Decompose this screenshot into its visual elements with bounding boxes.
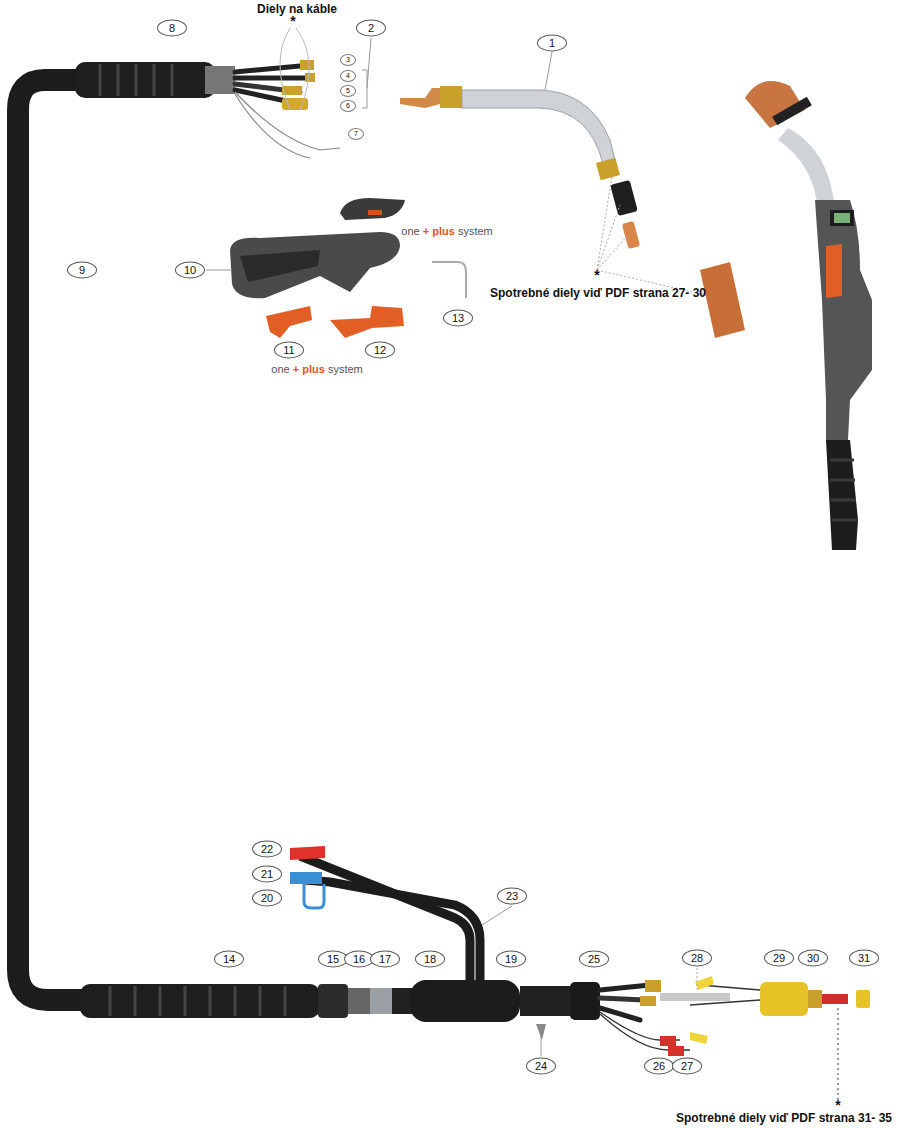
callout-number: 20 (252, 890, 282, 907)
part-note: Diely na káble (257, 3, 337, 16)
part-note: Spotrebné diely viď PDF strana 31- 35 (676, 1112, 892, 1125)
system-label: one + plus system (401, 225, 492, 237)
callout-number: 1 (537, 35, 567, 52)
callout-number: 5 (340, 85, 356, 97)
callout-number: 8 (157, 20, 187, 37)
system-word: plus (432, 225, 455, 237)
callout-number: 25 (579, 951, 609, 968)
callout-number: 21 (252, 866, 282, 883)
callout-number: 10 (175, 262, 205, 279)
callout-number: 11 (274, 342, 304, 359)
callout-number: 30 (798, 950, 828, 967)
callout-number: 2 (356, 20, 386, 37)
callout-number: 14 (214, 951, 244, 968)
callout-number: 19 (496, 951, 526, 968)
callout-number: 3 (340, 54, 356, 66)
footnote-mark: * (835, 1098, 840, 1113)
system-word: one (401, 225, 419, 237)
callout-number: 13 (443, 310, 473, 327)
part-note: Spotrebné diely viď PDF strana 27- 30 (490, 287, 706, 300)
callout-number: 7 (348, 128, 364, 140)
callout-number: 29 (764, 950, 794, 967)
callout-number: 17 (370, 951, 400, 968)
callout-number: 23 (497, 888, 527, 905)
callout-number: 26 (644, 1058, 674, 1075)
callout-number: 31 (849, 950, 879, 967)
system-word: + (293, 363, 299, 375)
callout-number: 12 (365, 342, 395, 359)
system-word: + (423, 225, 429, 237)
callout-number: 4 (340, 70, 356, 82)
footnote-mark: * (290, 14, 295, 29)
callout-number: 9 (67, 262, 97, 279)
callout-number: 24 (526, 1058, 556, 1075)
system-label: one + plus system (271, 363, 362, 375)
callout-number: 6 (340, 100, 356, 112)
callout-number: 22 (252, 841, 282, 858)
system-word: one (271, 363, 289, 375)
callout-number: 28 (682, 950, 712, 967)
callout-number: 27 (672, 1058, 702, 1075)
system-word: system (328, 363, 363, 375)
system-word: plus (302, 363, 325, 375)
footnote-mark: * (594, 268, 599, 283)
system-word: system (458, 225, 493, 237)
callout-number: 18 (415, 951, 445, 968)
